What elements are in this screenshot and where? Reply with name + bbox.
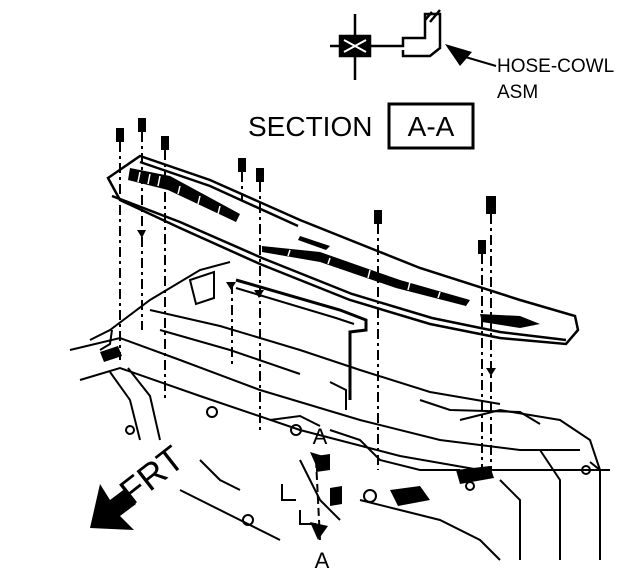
grille-slot-lines bbox=[137, 171, 441, 299]
front-direction-arrow bbox=[90, 484, 136, 530]
hose-callout-arrow bbox=[445, 44, 497, 67]
hose-cowl-label-asm: ASM bbox=[497, 82, 538, 103]
cowl-vent-grille-panel bbox=[106, 154, 580, 346]
cowl-drain-hose bbox=[235, 278, 368, 400]
cowl-body-structure bbox=[69, 261, 610, 561]
fastener-screws bbox=[116, 118, 496, 254]
body-detail-holes bbox=[125, 406, 591, 526]
section-cut-arrows bbox=[310, 452, 330, 541]
section-label-box bbox=[387, 102, 475, 150]
fastener-clips bbox=[137, 230, 496, 376]
hose-detail-view bbox=[330, 9, 442, 80]
hose-cowl-label: HOSE-COWL bbox=[497, 56, 614, 77]
section-title: SECTION bbox=[248, 111, 372, 142]
grille-vent-slots bbox=[128, 168, 540, 328]
section-label: A-A bbox=[408, 111, 455, 142]
section-marker-top: A bbox=[313, 424, 328, 449]
bracket-markers bbox=[281, 461, 601, 525]
section-marker-bottom: A bbox=[315, 548, 330, 573]
